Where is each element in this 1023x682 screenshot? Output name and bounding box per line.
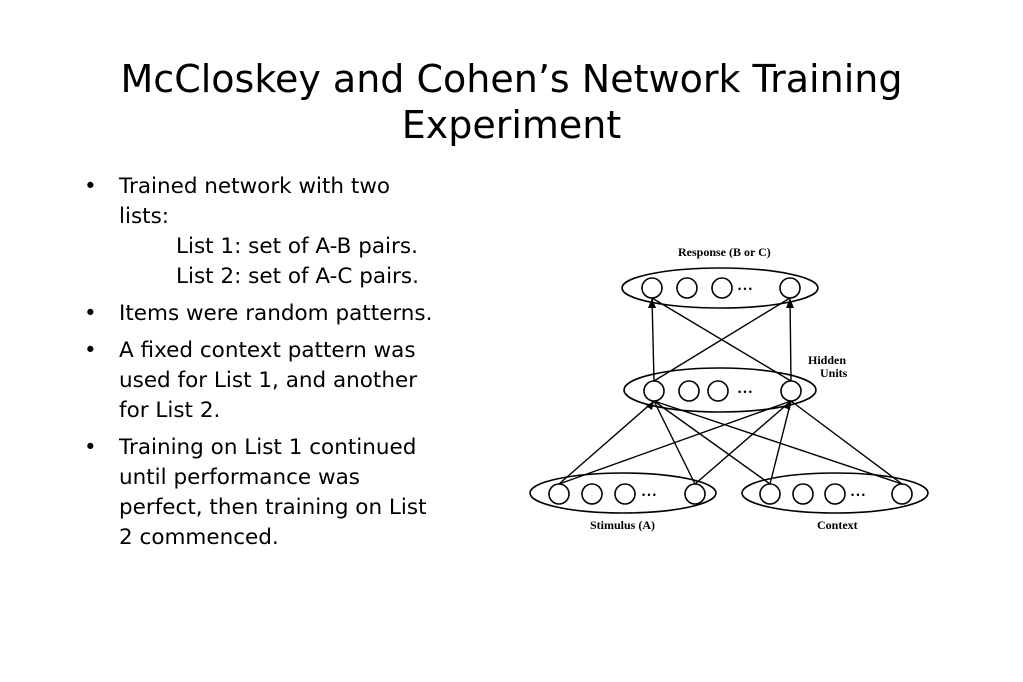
hidden-layer-ellipse (623, 367, 817, 413)
bullet-dot: • (84, 174, 97, 199)
bullet-item-random-patterns: • Items were random patterns. (84, 299, 504, 329)
bullet-text: until performance was (119, 465, 360, 490)
response-unit (779, 277, 801, 299)
response-unit (676, 277, 698, 299)
units-label: Units (820, 366, 848, 380)
input-to-hidden-connections (558, 400, 903, 485)
context-ellipsis: • • • (851, 490, 865, 500)
bullet-item-context-pattern: • A fixed context pattern was used for L… (84, 336, 504, 426)
title-line-2: Experiment (401, 103, 622, 147)
bullet-text: used for List 1, and another (119, 368, 418, 393)
response-layer-ellipse (621, 267, 819, 309)
context-unit (891, 483, 913, 505)
bullet-text: for List 2. (119, 398, 221, 423)
bullet-dot: • (84, 435, 97, 460)
response-label: Response (B or C) (678, 245, 771, 259)
response-ellipsis: • • • (738, 284, 752, 294)
response-unit (641, 277, 663, 299)
bullet-item-training-lists: • Trained network with two lists: List 1… (84, 172, 504, 292)
arrowheads (646, 298, 794, 410)
stimulus-unit (614, 483, 636, 505)
stimulus-ellipsis: • • • (642, 490, 656, 500)
stimulus-layer-ellipse (529, 472, 717, 514)
context-layer-ellipse (741, 472, 929, 514)
stimulus-unit (548, 483, 570, 505)
bullet-text: lists: (119, 204, 170, 229)
response-unit (711, 277, 733, 299)
bullet-text: perfect, then training on List (119, 495, 427, 520)
context-unit (792, 483, 814, 505)
bullet-dot: • (84, 301, 97, 326)
hidden-unit (678, 380, 700, 402)
sub-item-list-2: List 2: set of A-C pairs. (176, 264, 419, 289)
context-unit (759, 483, 781, 505)
sub-item-list-1: List 1: set of A-B pairs. (176, 234, 418, 259)
bullet-text: Training on List 1 continued (119, 435, 417, 460)
hidden-unit (643, 380, 665, 402)
bullet-text: A fixed context pattern was (119, 338, 416, 363)
bullet-text: Items were random patterns. (119, 301, 433, 326)
hidden-label: Hidden (808, 353, 846, 367)
title-line-1: McCloskey and Cohen’s Network Training (120, 57, 903, 101)
context-unit (824, 483, 846, 505)
bullet-list: • Trained network with two lists: List 1… (84, 172, 504, 560)
slide-title: McCloskey and Cohen’s Network Training E… (40, 56, 983, 148)
hidden-ellipsis: • • • (738, 387, 752, 397)
hidden-unit (780, 380, 802, 402)
bullet-item-training-sequence: • Training on List 1 continued until per… (84, 433, 504, 553)
stimulus-unit (684, 483, 706, 505)
bullet-text: 2 commenced. (119, 525, 279, 550)
stimulus-unit (581, 483, 603, 505)
bullet-dot: • (84, 338, 97, 363)
network-diagram: • • • • • • • • • • • • Response (B or C… (529, 245, 929, 532)
bullet-text: Trained network with two (119, 174, 391, 199)
context-label: Context (817, 518, 858, 532)
stimulus-label: Stimulus (A) (590, 518, 655, 532)
hidden-to-response-connections (651, 297, 792, 382)
hidden-unit (707, 380, 729, 402)
